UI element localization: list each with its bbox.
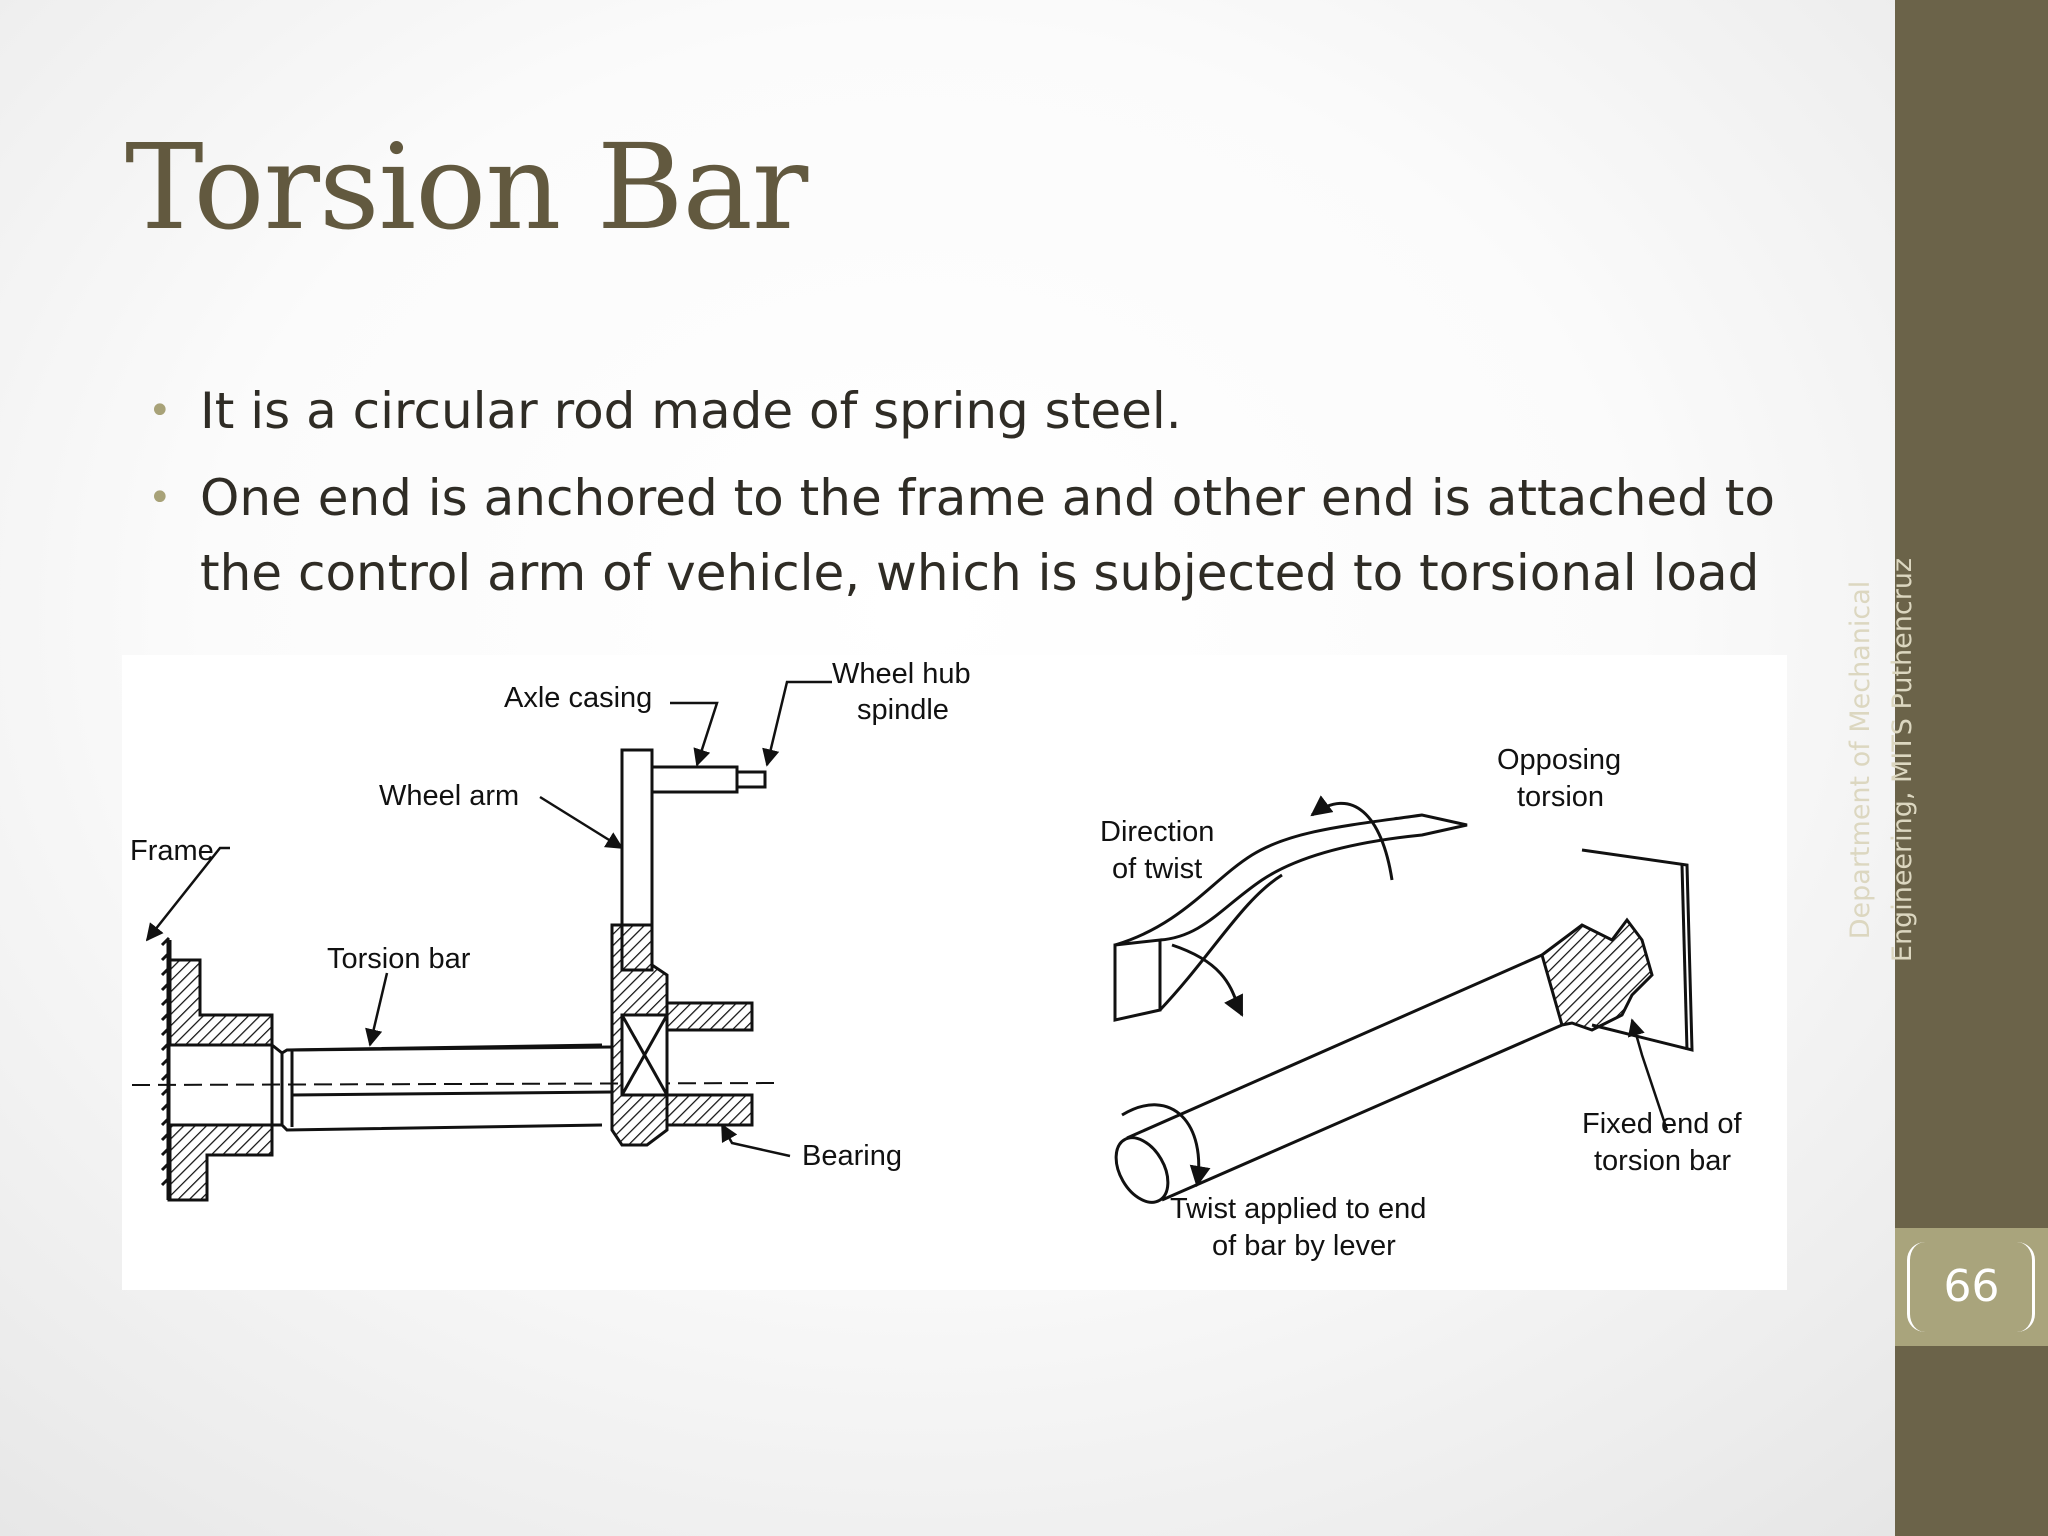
page-number: 66 xyxy=(1943,1261,2000,1312)
page-number-bracket xyxy=(1907,1242,2035,1332)
left-assembly-drawing xyxy=(131,748,778,1202)
label-torsion-bar: Torsion bar xyxy=(327,943,471,975)
label-spindle: spindle xyxy=(857,694,949,726)
label-bearing: Bearing xyxy=(802,1140,902,1172)
bullet-item: • It is a circular rod made of spring st… xyxy=(148,374,1828,449)
department-label: Department of Mechanical Engineering, MI… xyxy=(1845,557,1918,963)
left-label-leaders xyxy=(145,680,832,1158)
label-opposing: Opposing xyxy=(1497,744,1621,776)
bullet-icon: • xyxy=(148,475,172,521)
label-wheel-arm: Wheel arm xyxy=(379,780,519,812)
page-number-box: 66 xyxy=(1895,1228,2048,1346)
label-fixed-end: Fixed end of xyxy=(1582,1108,1743,1140)
torsion-bar-figure: Axle casing Wheel hub spindle Wheel arm … xyxy=(122,655,1787,1290)
label-frame: Frame xyxy=(130,835,214,867)
right-label-leaders xyxy=(1627,1018,1669,1131)
bullet-item: • One end is anchored to the frame and o… xyxy=(148,461,1828,611)
bullet-icon: • xyxy=(148,388,172,434)
slide-title: Torsion Bar xyxy=(125,118,808,256)
bullet-text: It is a circular rod made of spring stee… xyxy=(200,382,1182,440)
label-torsion: torsion xyxy=(1517,781,1604,813)
label-of-twist: of twist xyxy=(1112,853,1202,885)
label-torsion-bar-end: torsion bar xyxy=(1594,1145,1731,1177)
right-twist-drawing xyxy=(1113,795,1694,1204)
label-axle-casing: Axle casing xyxy=(504,682,652,714)
label-wheel-hub: Wheel hub xyxy=(832,658,971,690)
bullet-text: One end is anchored to the frame and oth… xyxy=(200,469,1775,602)
label-direction: Direction xyxy=(1100,816,1214,848)
label-twist-applied: Twist applied to end xyxy=(1170,1193,1426,1225)
torsion-bar-diagram: Axle casing Wheel hub spindle Wheel arm … xyxy=(122,655,1787,1290)
label-bar-by-lever: of bar by lever xyxy=(1212,1230,1396,1262)
bullet-list: • It is a circular rod made of spring st… xyxy=(148,374,1828,623)
